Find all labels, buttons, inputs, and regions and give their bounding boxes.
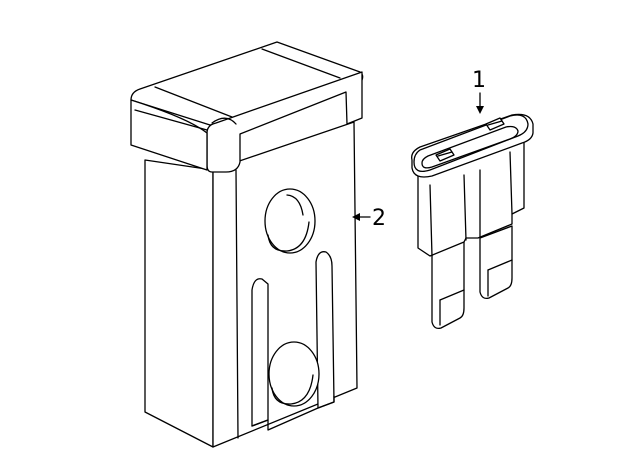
mini-fuse-housing-divider-2 [463, 174, 467, 241]
cartridge-fuse-cap-line-c [261, 48, 341, 79]
cartridge-fuse-right-slot [315, 251, 335, 409]
callout-1-arrowhead [476, 106, 484, 114]
cartridge-fuse-upper-hole [264, 188, 316, 254]
cartridge-fuse-edge-line [235, 169, 239, 439]
callout-1: 1 [472, 68, 486, 114]
callout-2: 2 [352, 206, 386, 231]
cartridge-fuse-body-left-face [144, 159, 214, 448]
mini-fuse-housing-divider-1 [429, 184, 433, 257]
cartridge-fuse-bottom-step [251, 395, 335, 431]
cartridge-fuse [130, 41, 364, 448]
cartridge-fuse-lower-hole [268, 341, 320, 407]
cartridge-fuse-cap-left-band [130, 99, 208, 171]
cartridge-fuse-cap-line-d [211, 117, 237, 125]
cartridge-fuse-cap-front-band [206, 71, 363, 173]
mini-fuse-housing-divider-4 [509, 151, 513, 215]
cartridge-fuse-cap-line-b [154, 86, 233, 118]
cartridge-fuse-left-slot [251, 278, 269, 427]
mini-fuse-recess [421, 125, 519, 169]
mini-fuse-test-point-left [435, 148, 455, 162]
mini-fuse-test-point-right [485, 117, 505, 131]
mini-fuse [411, 113, 534, 330]
callout-2-arrowhead [352, 213, 360, 221]
cartridge-fuse-cap-line-a [134, 109, 208, 131]
callout-2-label: 2 [372, 206, 386, 231]
callout-1-label: 1 [472, 68, 486, 93]
